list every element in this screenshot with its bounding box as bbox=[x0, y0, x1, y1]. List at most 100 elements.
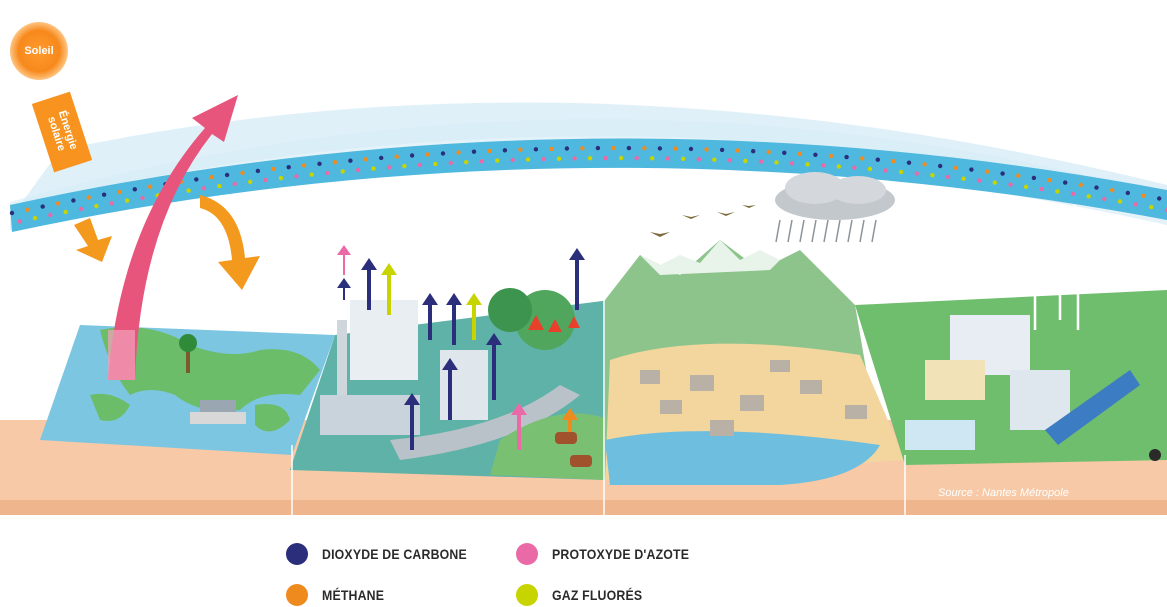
gas-particle bbox=[930, 173, 935, 178]
gas-particle bbox=[572, 156, 577, 161]
gas-particle bbox=[712, 157, 717, 162]
gas-particle bbox=[510, 157, 515, 163]
gas-particle bbox=[626, 145, 632, 151]
legend-dot-co2 bbox=[286, 543, 308, 565]
houses bbox=[640, 360, 867, 436]
gas-particle bbox=[132, 187, 137, 192]
gas-particle bbox=[782, 150, 787, 155]
gas-particle bbox=[580, 146, 585, 151]
gas-particle bbox=[758, 159, 764, 164]
gas-particle bbox=[425, 152, 430, 157]
panel-industry bbox=[290, 245, 610, 480]
gas-particle bbox=[402, 163, 407, 169]
birds bbox=[650, 205, 756, 237]
gas-particle bbox=[657, 146, 663, 151]
gas-particle bbox=[1039, 186, 1044, 192]
gas-particle bbox=[55, 201, 61, 206]
legend-label-n2o: PROTOXYDE D'AZOTE bbox=[552, 546, 690, 562]
gas-particle bbox=[255, 168, 261, 174]
continent-1 bbox=[100, 327, 320, 411]
gas-particle bbox=[1125, 190, 1131, 196]
gas-particle bbox=[541, 156, 546, 162]
legend-label-methane: MÉTHANE bbox=[322, 587, 385, 603]
panel-drought bbox=[605, 172, 905, 485]
gas-particle bbox=[232, 181, 237, 187]
gas-particle bbox=[743, 158, 748, 164]
panel-separators bbox=[291, 300, 906, 515]
gas-particle bbox=[914, 171, 919, 176]
gas-particle bbox=[224, 172, 230, 178]
gas-particle bbox=[1070, 191, 1076, 196]
panel-world-map bbox=[40, 325, 335, 455]
sun-label: Soleil bbox=[24, 45, 54, 57]
sun-icon: Soleil bbox=[10, 22, 68, 80]
gas-particle bbox=[209, 175, 214, 180]
gas-particle bbox=[1063, 180, 1068, 185]
gas-particle bbox=[1102, 196, 1107, 202]
legend-dot-fluorinated bbox=[516, 584, 538, 606]
gas-particle bbox=[409, 153, 415, 158]
recycling-icon bbox=[1149, 449, 1161, 461]
gas-particle bbox=[71, 198, 76, 203]
gas-particle bbox=[961, 176, 966, 181]
gas-particle bbox=[363, 157, 368, 162]
gas-particle bbox=[564, 146, 570, 151]
gas-particle bbox=[340, 169, 345, 174]
legend-label-fluorinated: GAZ FLUORÉS bbox=[552, 587, 643, 603]
gas-particle bbox=[78, 206, 84, 212]
gas-particle bbox=[984, 169, 990, 174]
gas-particle bbox=[271, 166, 276, 172]
sky-arc-top bbox=[20, 102, 1167, 205]
legend-item-methane: MÉTHANE bbox=[286, 584, 393, 606]
tram bbox=[1045, 370, 1140, 445]
gas-particle bbox=[40, 204, 45, 209]
legend-dot-n2o bbox=[516, 543, 538, 565]
gas-particle bbox=[556, 156, 562, 161]
gas-particle bbox=[704, 147, 709, 152]
gas-particle bbox=[891, 159, 896, 164]
gas-particle bbox=[201, 186, 207, 191]
gas-particle bbox=[533, 147, 539, 152]
gas-particle bbox=[109, 201, 114, 206]
gas-particle bbox=[634, 155, 639, 161]
rain-cloud bbox=[775, 172, 895, 243]
greenhouse-gas-particles bbox=[9, 145, 1167, 224]
gas-particle bbox=[1055, 189, 1060, 194]
gas-particle bbox=[355, 167, 361, 173]
gas-particle bbox=[32, 215, 38, 221]
gas-particle bbox=[248, 179, 253, 185]
gas-particle bbox=[665, 156, 670, 161]
legend-item-fluorinated: GAZ FLUORÉS bbox=[516, 584, 655, 606]
gas-particle bbox=[1031, 175, 1037, 181]
gas-particle bbox=[371, 166, 376, 171]
gas-particle bbox=[681, 156, 686, 161]
gas-particle bbox=[301, 163, 307, 168]
forest-fire bbox=[488, 288, 580, 350]
gas-particle bbox=[101, 192, 107, 197]
gas-particle bbox=[140, 195, 145, 201]
gas-particle bbox=[1149, 204, 1154, 210]
gas-particle bbox=[433, 161, 438, 167]
incoming-radiation-arrow-1 bbox=[74, 218, 112, 262]
gas-particle bbox=[797, 151, 803, 156]
gas-particle bbox=[953, 165, 958, 170]
legend-dot-methane bbox=[286, 584, 308, 606]
gas-particle bbox=[417, 162, 423, 168]
gas-particle bbox=[618, 155, 624, 161]
gas-particle bbox=[836, 164, 841, 169]
factory-chimney bbox=[337, 320, 347, 420]
gas-particle bbox=[875, 157, 880, 162]
gas-particle bbox=[1078, 182, 1084, 188]
gas-particle bbox=[1117, 199, 1123, 204]
continent-3 bbox=[255, 404, 290, 432]
incoming-radiation-arrow-2 bbox=[200, 195, 260, 290]
gas-particle bbox=[883, 168, 888, 173]
gas-particle bbox=[487, 148, 492, 154]
gas-particle bbox=[603, 155, 608, 161]
gas-particle bbox=[379, 155, 384, 161]
city-building-2 bbox=[925, 360, 985, 400]
gas-particle bbox=[17, 219, 22, 224]
gas-particle bbox=[1008, 182, 1013, 187]
industry-road bbox=[390, 385, 580, 460]
